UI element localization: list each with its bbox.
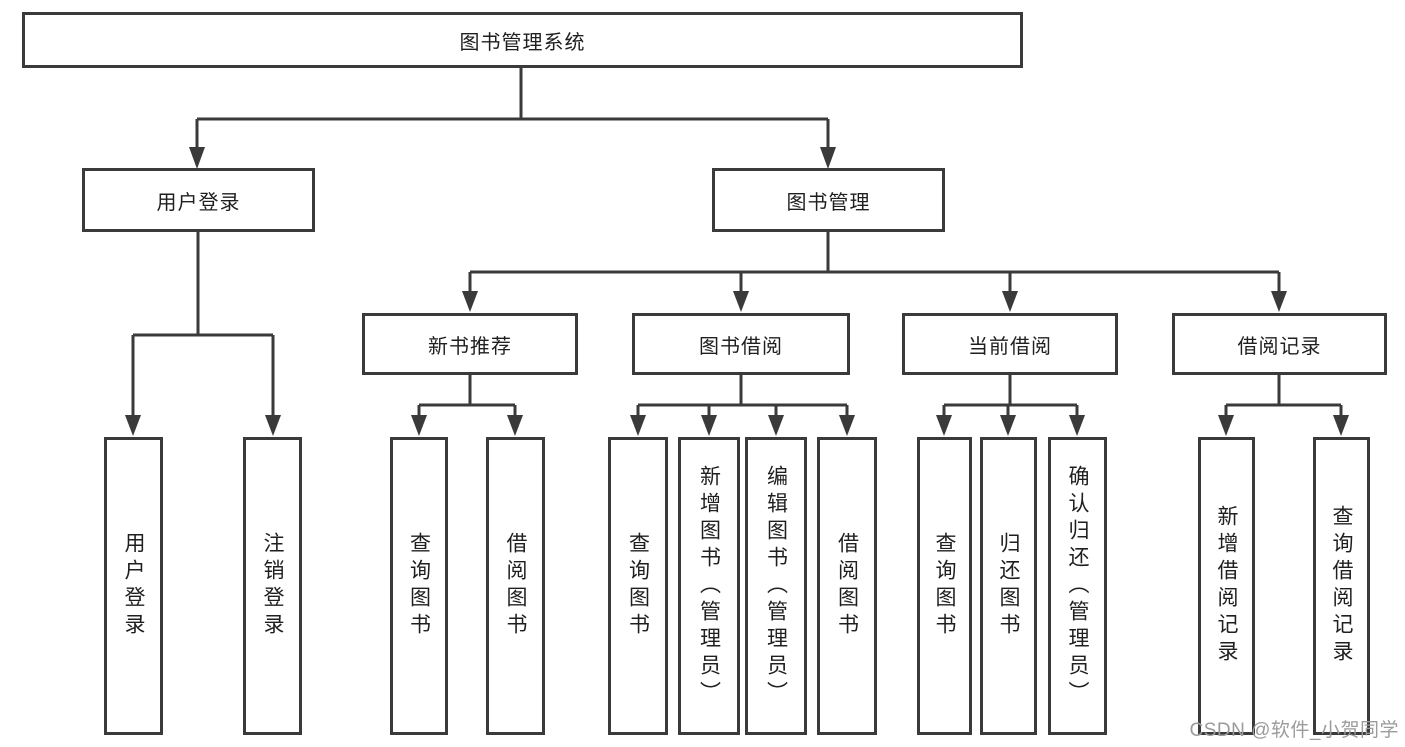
leaf-edit-books-admin: 编辑图书（管理员） xyxy=(745,437,807,735)
leaf-borrow-books-borrowing-label: 借阅图书 xyxy=(835,532,859,640)
leaf-user-login: 用户登录 xyxy=(104,437,163,735)
node-user-login: 用户登录 xyxy=(82,168,315,232)
node-borrowing-records: 借阅记录 xyxy=(1172,313,1387,375)
node-borrowing-records-label: 借阅记录 xyxy=(1237,335,1322,358)
leaf-query-books-recommend: 查询图书 xyxy=(390,437,448,735)
leaf-logout-label: 注销登录 xyxy=(261,532,284,640)
leaf-return-books: 归还图书 xyxy=(980,437,1037,735)
node-book-borrowing-label: 图书借阅 xyxy=(699,335,783,358)
leaf-query-books-borrowing: 查询图书 xyxy=(608,437,668,735)
node-book-management-label: 图书管理 xyxy=(786,191,871,214)
leaf-add-borrow-record-label: 新增借阅记录 xyxy=(1215,505,1238,667)
leaf-query-books-borrowing-label: 查询图书 xyxy=(626,532,650,640)
node-current-borrowing: 当前借阅 xyxy=(902,313,1118,375)
leaf-query-borrow-record-label: 查询借阅记录 xyxy=(1330,505,1353,667)
node-book-management: 图书管理 xyxy=(712,168,945,232)
leaf-return-books-label: 归还图书 xyxy=(997,532,1020,640)
leaf-query-books-current-label: 查询图书 xyxy=(933,532,956,640)
watermark: CSDN @软件_小贺同学 xyxy=(1189,720,1399,741)
leaf-add-borrow-record: 新增借阅记录 xyxy=(1198,437,1255,735)
leaf-borrow-books-borrowing: 借阅图书 xyxy=(817,437,877,735)
leaf-add-books-admin: 新增图书（管理员） xyxy=(678,437,740,735)
node-user-login-label: 用户登录 xyxy=(156,191,241,214)
node-book-borrowing: 图书借阅 xyxy=(632,313,850,375)
node-new-book-recommendation-label: 新书推荐 xyxy=(428,335,512,358)
leaf-query-borrow-record: 查询借阅记录 xyxy=(1313,437,1370,735)
leaf-logout: 注销登录 xyxy=(243,437,302,735)
leaf-borrow-books-recommend-label: 借阅图书 xyxy=(504,532,527,640)
arrowheads xyxy=(125,147,1349,436)
leaf-confirm-return-admin: 确认归还（管理员） xyxy=(1048,437,1107,735)
leaf-query-books-current: 查询图书 xyxy=(917,437,972,735)
leaf-edit-books-admin-label: 编辑图书（管理员） xyxy=(764,464,788,708)
leaf-borrow-books-recommend: 借阅图书 xyxy=(486,437,545,735)
node-root: 图书管理系统 xyxy=(22,12,1023,68)
leaf-query-books-recommend-label: 查询图书 xyxy=(407,532,431,640)
node-current-borrowing-label: 当前借阅 xyxy=(968,335,1052,358)
node-new-book-recommendation: 新书推荐 xyxy=(362,313,578,375)
node-root-label: 图书管理系统 xyxy=(459,31,586,54)
leaf-user-login-label: 用户登录 xyxy=(122,532,145,640)
leaf-add-books-admin-label: 新增图书（管理员） xyxy=(697,464,721,708)
leaf-confirm-return-admin-label: 确认归还（管理员） xyxy=(1066,464,1089,708)
